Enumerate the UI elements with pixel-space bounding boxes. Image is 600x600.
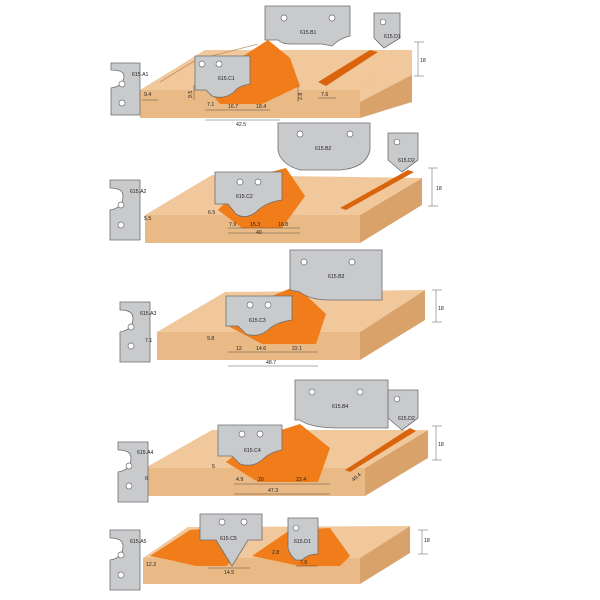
label-615-D2: 615.D2 [398,416,415,422]
dimensions-1: 9.4 9.5 7.1 16.7 18.4 2.8 7.6 42.5 18 [142,41,426,128]
knife-615-A2 [109,179,141,241]
panel-2: 615.A2 615.B2 615.D2 615.C2 5.5 6.5 7.9 … [109,122,442,243]
dim-18-p4: 18 [438,442,444,448]
knife-615-A5 [109,529,141,591]
dim-6: 6 [145,476,148,482]
knife-615-A1 [110,62,141,116]
board-side [360,290,425,360]
board-front [145,215,360,243]
dim-2-8: 2.8 [272,550,279,556]
board-top-right [360,50,412,102]
dimensions-4: 5 6 4.9 20 22.4 47.3 40.4 18 [145,425,444,495]
board-side [360,178,422,243]
dim-9-5: 9.5 [188,91,194,98]
dim-14-6: 14.6 [256,346,266,352]
dim-18-p1: 18 [420,58,426,64]
knife-615-B4 [294,379,389,429]
dim-7-6: 7.6 [321,92,328,98]
label-615-B1: 615.B1 [300,30,317,36]
dim-18-4: 18.4 [256,104,266,110]
label-615-C5: 615.C5 [220,536,237,542]
dim-47-3: 47.3 [268,488,278,494]
dim-7-1: 7.1 [145,338,152,344]
label-615-D2: 615.D2 [398,158,415,164]
label-615-D1: 615.D1 [294,539,311,545]
dim-2-8: 2.8 [298,93,304,100]
knife-615-C5 [199,513,263,567]
knife-615-A3 [119,301,151,363]
profile-cut [226,424,330,482]
panel-5: 615.A5 615.C5 615.D1 12.2 14.5 2.8 7.6 1… [109,513,430,591]
dimensions-2: 5.5 6.5 7.9 15.3 16.8 40 18 [144,167,442,236]
dim-4-9: 4.9 [236,477,243,483]
dim-14-5: 14.5 [224,570,234,576]
dim-9-4: 9.4 [144,92,151,98]
label-615-B4: 615.B4 [332,404,349,410]
panel-4: 615.A4 615.B4 615.D2 615.C4 5 6 4.9 20 2… [117,379,444,503]
dim-5: 5 [212,464,215,470]
dim-40-4: 40.4 [351,472,363,483]
knife-615-C1 [194,55,251,98]
label-615-A1: 615.A1 [132,72,149,78]
dim-7-1: 7.1 [207,102,214,108]
label-615-C1: 615.C1 [218,76,235,82]
label-615-A3: 615.A3 [140,311,157,317]
dim-20: 20 [258,477,264,483]
dim-40: 40 [256,230,262,236]
board-side [360,526,410,584]
dim-9-8: 9.8 [207,336,214,342]
groove-cut [318,50,378,86]
dim-12-2: 12.2 [146,562,156,568]
label-615-B3: 615.B3 [328,274,345,280]
dim-5-5: 5.5 [144,216,151,222]
knife-615-C3 [225,295,293,336]
knife-615-D2 [387,132,419,173]
dim-18-p2: 18 [436,186,442,192]
label-615-A2: 615.A2 [130,189,147,195]
panel-1: 615.A1 615.B1 615.D1 615.C1 9.4 9.5 7.1 … [110,5,426,128]
knife-615-B1 [264,5,351,47]
knife-615-D1 [373,12,401,49]
dim-15-3: 15.3 [250,222,260,228]
knife-615-D2 [387,389,419,431]
dim-7-9: 7.9 [229,222,236,228]
label-615-B2: 615.B2 [315,146,332,152]
groove-cut [340,170,414,210]
label-615-C2: 615.C2 [236,194,253,200]
knife-615-A4 [117,441,149,503]
label-615-D1: 615.D1 [384,34,401,40]
dim-16-8: 16.8 [278,222,288,228]
knife-615-C2 [214,171,283,217]
dimensions-3: 7.1 9.8 12 14.6 22.1 48.7 18 [145,289,444,367]
groove-cut [345,428,416,472]
dim-48-7: 48.7 [266,360,276,366]
label-615-A5: 615.A5 [130,539,147,545]
label-615-A4: 615.A4 [137,450,154,456]
dim-22-4: 22.4 [296,477,306,483]
panel-3: 615.A3 615.B3 615.C3 7.1 9.8 12 14.6 22.… [119,249,444,367]
dim-16-7: 16.7 [228,104,238,110]
dim-7-6: 7.6 [300,560,307,566]
knife-615-C4 [217,424,283,466]
dim-22-1: 22.1 [292,346,302,352]
dim-6-5: 6.5 [208,210,215,216]
dimensions-5: 12.2 14.5 2.8 7.6 18 [146,529,430,576]
knife-615-B3 [289,249,383,301]
board-side [365,430,428,496]
label-615-C4: 615.C4 [244,448,261,454]
dim-12: 12 [236,346,242,352]
label-615-C3: 615.C3 [249,318,266,324]
dim-18-p5: 18 [424,538,430,544]
dim-42-5: 42.5 [236,122,246,128]
dim-18-p3: 18 [438,306,444,312]
